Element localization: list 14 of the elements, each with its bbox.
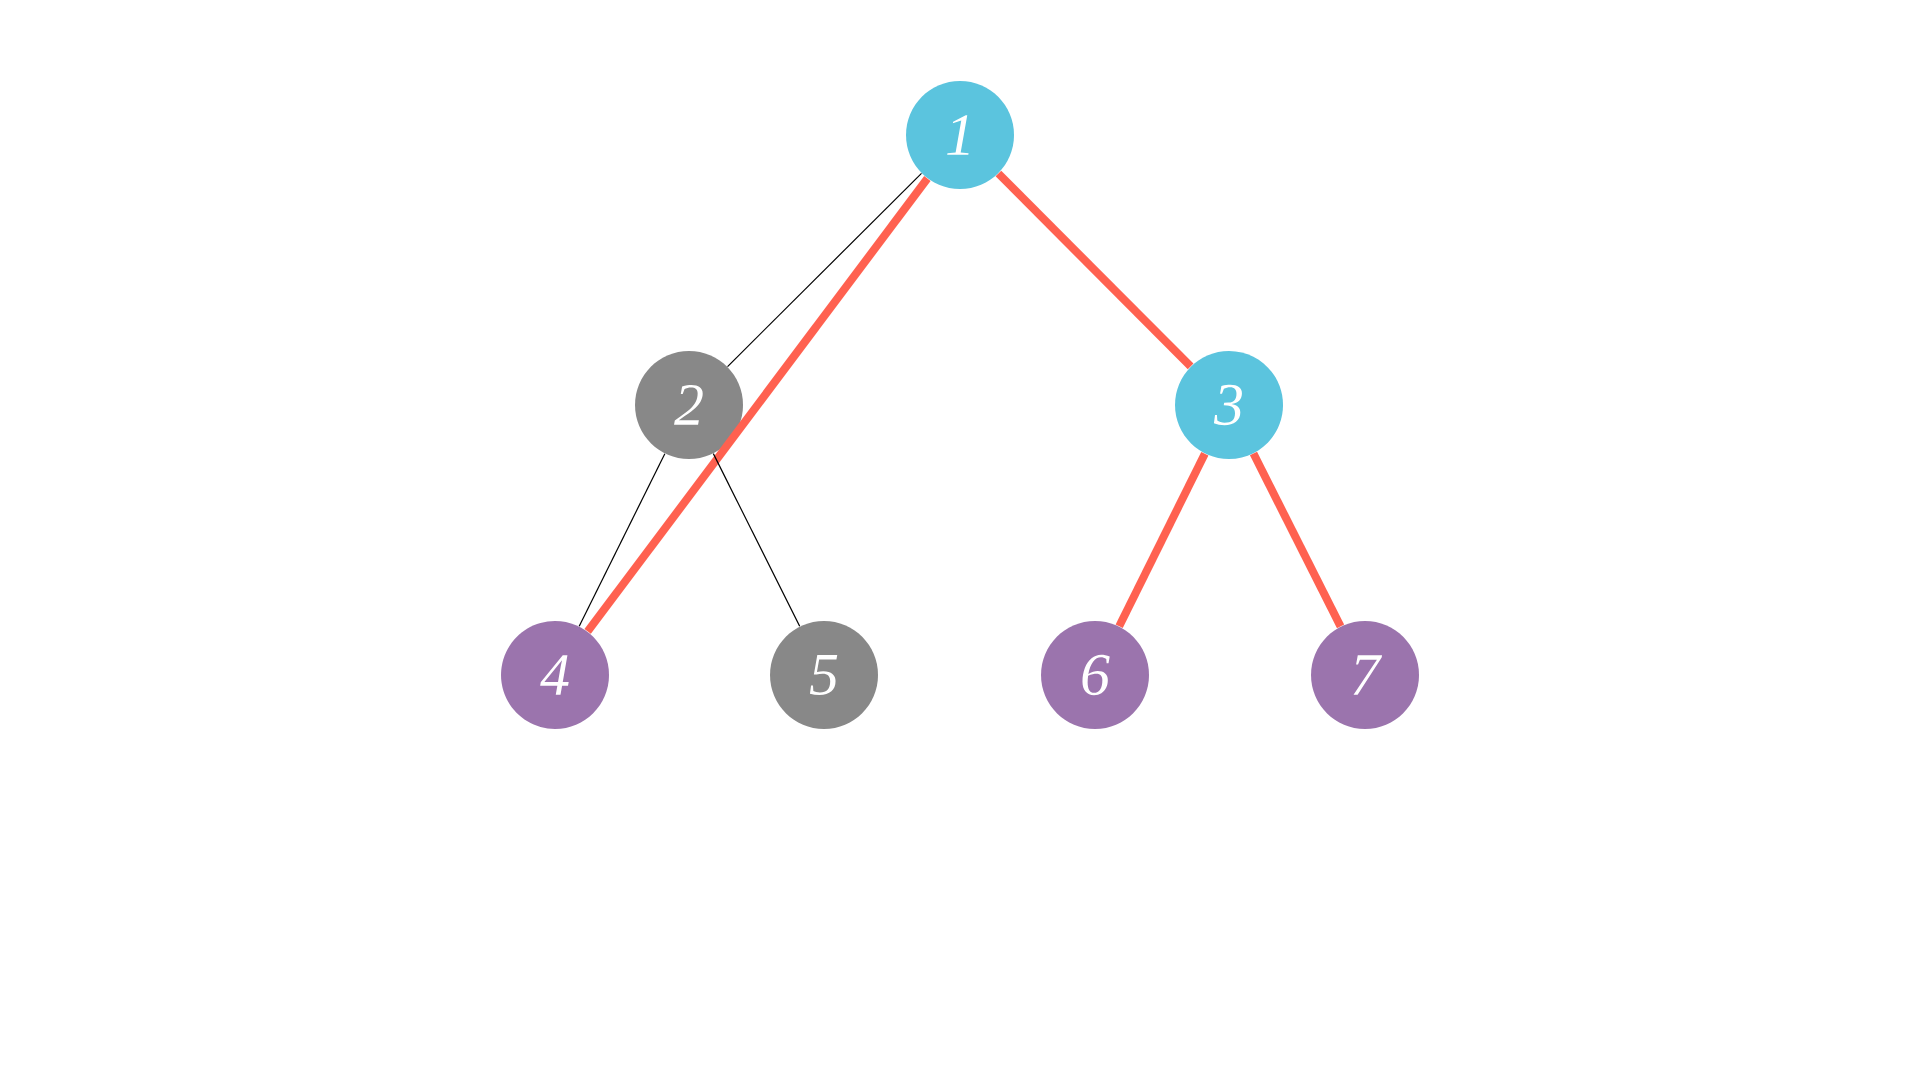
- circle-node: 7: [1311, 621, 1419, 729]
- tree-edge: [1115, 451, 1209, 629]
- tree-edge: [726, 172, 923, 368]
- circle-node: 5: [770, 621, 878, 729]
- circle-node: 4: [501, 621, 609, 729]
- tree-edge: [995, 170, 1194, 370]
- circle-node: 1: [906, 81, 1014, 189]
- circle-node: 6: [1041, 621, 1149, 729]
- circle-node: 3: [1175, 351, 1283, 459]
- tree-edge: [712, 453, 801, 627]
- tree-edge: [578, 453, 666, 627]
- circle-node: 2: [635, 351, 743, 459]
- tree-edge: [584, 176, 931, 634]
- tree-edge: [1249, 451, 1345, 629]
